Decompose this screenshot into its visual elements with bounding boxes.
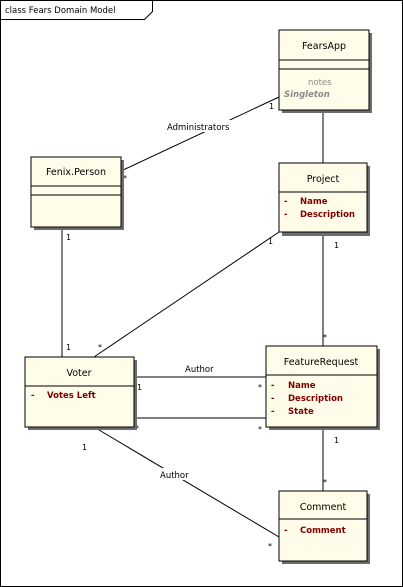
class-box bbox=[278, 490, 368, 562]
mult-project-fr-fr: * bbox=[323, 333, 327, 342]
mult-voter-project-voter: * bbox=[98, 343, 102, 352]
mult-person-voter-person: 1 bbox=[66, 233, 71, 242]
attribute-description: Description bbox=[288, 394, 343, 404]
label-bg-author-comment bbox=[157, 468, 193, 480]
mult-project-fr-project: 1 bbox=[334, 241, 339, 250]
class-comment[interactable]: Comment - Comment bbox=[278, 490, 370, 564]
class-name: Voter bbox=[66, 368, 91, 379]
class-fearsapp[interactable]: FearsApp notes Singleton bbox=[278, 29, 372, 113]
mult-person-voter-voter: 1 bbox=[66, 343, 71, 352]
attribute-name: Name bbox=[300, 197, 328, 207]
class-project[interactable]: Project - Name - Description bbox=[278, 162, 370, 236]
attribute-name: Name bbox=[288, 381, 316, 391]
class-name: Comment bbox=[300, 502, 347, 513]
visibility-marker: - bbox=[271, 394, 275, 404]
frame-title-tab bbox=[0, 0, 153, 20]
visibility-marker: - bbox=[271, 407, 275, 417]
attribute-state: State bbox=[288, 407, 314, 417]
class-box bbox=[278, 162, 368, 233]
class-notes: notes bbox=[308, 78, 332, 88]
line-administrators bbox=[120, 96, 280, 172]
class-box bbox=[265, 345, 378, 428]
mult-author-comment-comment: * bbox=[268, 542, 272, 551]
visibility-marker: - bbox=[284, 210, 288, 220]
class-name: Fenix.Person bbox=[46, 167, 106, 178]
label-bg-administrators bbox=[164, 120, 236, 132]
class-box bbox=[278, 29, 370, 111]
class-stereotype: Singleton bbox=[284, 90, 330, 100]
class-name: FearsApp bbox=[302, 41, 346, 52]
mult-author-fr-fr: * bbox=[258, 383, 262, 392]
visibility-marker: - bbox=[271, 381, 275, 391]
line-voter-project bbox=[93, 231, 280, 358]
mult-admin-person: * bbox=[123, 174, 127, 183]
line-author-comment bbox=[93, 426, 280, 538]
class-voter[interactable]: Voter - Votes Left bbox=[24, 356, 137, 430]
class-box bbox=[24, 356, 135, 428]
mult-voter-fr2-fr: * bbox=[258, 425, 262, 434]
label-author-comment: Author bbox=[160, 471, 189, 481]
attribute-description: Description bbox=[300, 210, 355, 220]
label-administrators: Administrators bbox=[167, 123, 230, 133]
mult-fr-comment-fr: 1 bbox=[334, 436, 339, 445]
mult-author-fr-voter: 1 bbox=[137, 383, 142, 392]
class-fenix-person[interactable]: Fenix.Person bbox=[30, 156, 124, 230]
attribute-comment: Comment bbox=[300, 526, 346, 536]
mult-author-comment-voter: 1 bbox=[82, 443, 87, 452]
class-featurerequest[interactable]: FeatureRequest - Name - Description - St… bbox=[265, 345, 380, 430]
visibility-marker: - bbox=[284, 197, 288, 207]
mult-voter-project-project: 1 bbox=[268, 237, 273, 246]
mult-admin-app: 1 bbox=[269, 102, 274, 111]
attribute-votes-left: Votes Left bbox=[47, 391, 96, 401]
class-name: FeatureRequest bbox=[284, 357, 359, 368]
visibility-marker: - bbox=[284, 526, 288, 536]
mult-fr-comment-comment: * bbox=[323, 478, 327, 487]
association-lines bbox=[61, 96, 324, 538]
class-name: Project bbox=[307, 174, 340, 185]
label-author-featurerequest: Author bbox=[185, 365, 214, 375]
frame-title: class Fears Domain Model bbox=[5, 6, 116, 16]
visibility-marker: - bbox=[31, 391, 35, 401]
class-box bbox=[30, 156, 122, 228]
